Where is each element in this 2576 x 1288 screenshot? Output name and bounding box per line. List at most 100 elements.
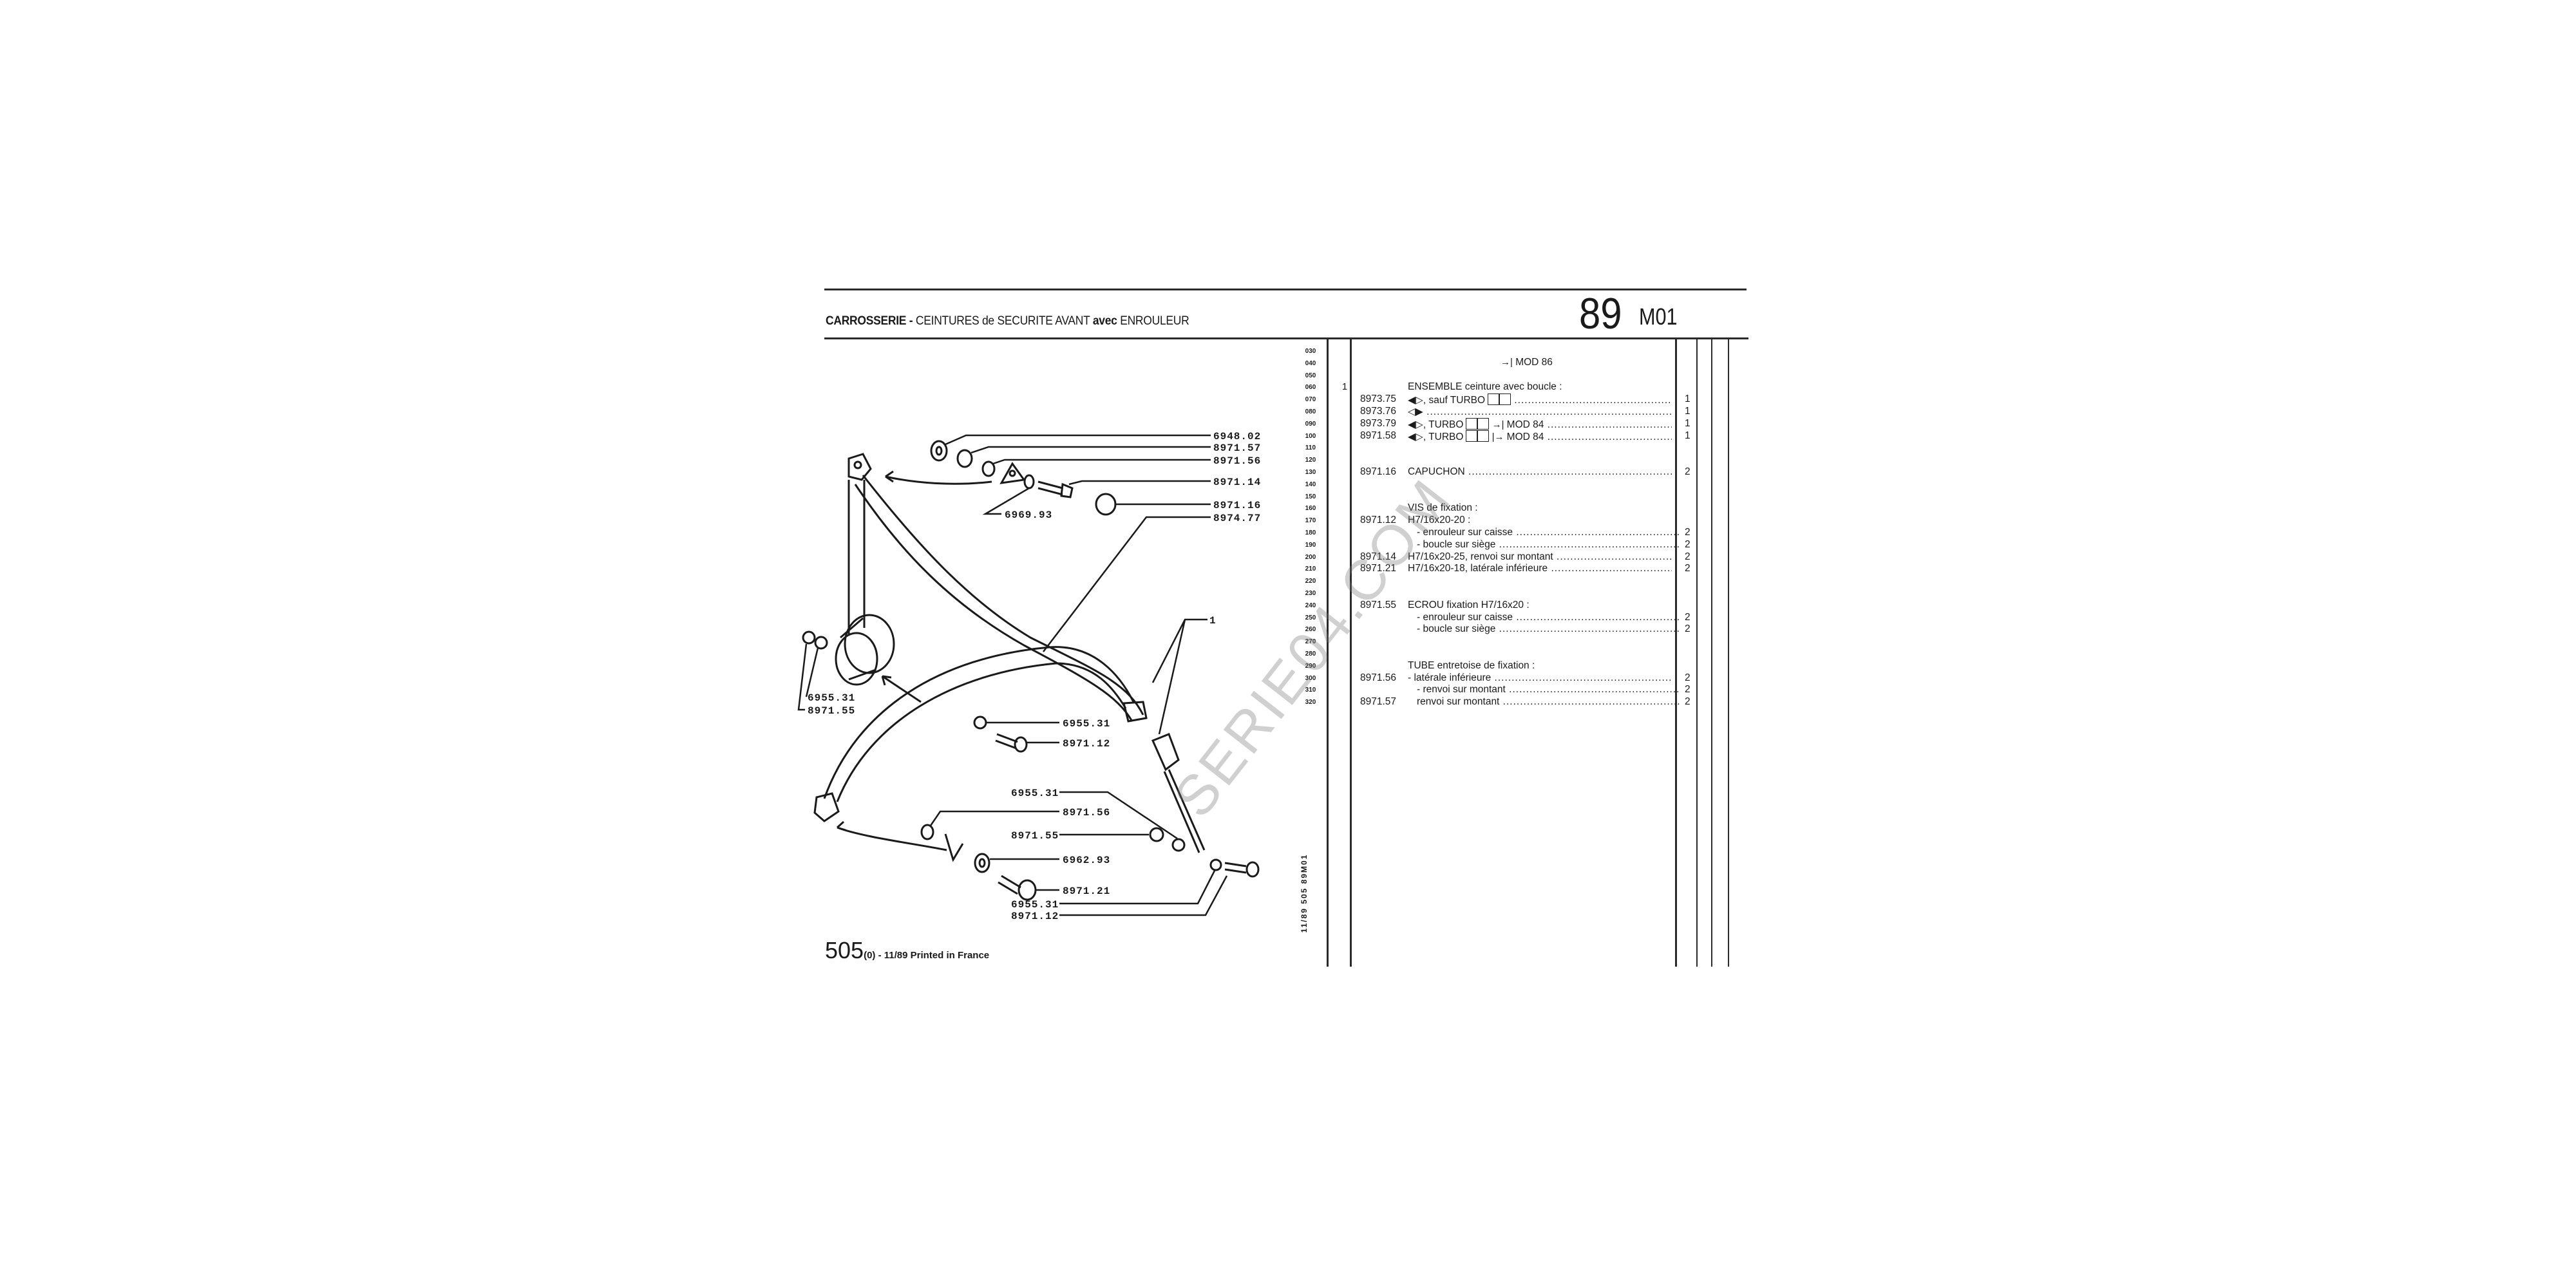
part-number: 8971.56 — [1360, 672, 1397, 683]
row-number: 050 — [1305, 372, 1316, 379]
row-number: 210 — [1305, 565, 1316, 573]
part-number: 8973.76 — [1360, 406, 1397, 417]
description-text: - renvoi sur montant — [1417, 684, 1506, 696]
part-number: 8973.79 — [1360, 417, 1397, 429]
row-number: 320 — [1305, 699, 1316, 706]
part-description: ◀▷, sauf TURBO — [1408, 393, 1672, 406]
row-number: 120 — [1305, 457, 1316, 464]
callout-8974-77: 8974.77 — [1213, 513, 1261, 524]
description-text: ECROU fixation H7/16x20 : — [1408, 599, 1530, 611]
callout-8971-57: 8971.57 — [1213, 442, 1261, 454]
part-description: - latérale inférieure — [1408, 672, 1672, 684]
quantity: 2 — [1685, 696, 1690, 708]
turbo-symbol-icon — [1466, 417, 1490, 430]
column-divider — [1350, 339, 1352, 967]
callout-6962-93: 6962.93 — [1063, 855, 1110, 866]
row-number: 040 — [1305, 359, 1316, 367]
quantity: 1 — [1685, 406, 1690, 417]
row-number: 080 — [1305, 408, 1316, 415]
quantity: 1 — [1685, 417, 1690, 429]
description-text: ◀▷, TURBO — [1408, 431, 1464, 442]
description-text: ◁▶ — [1408, 406, 1423, 417]
description-text: ENSEMBLE ceinture avec boucle : — [1408, 381, 1562, 393]
callout-6955-31: 6955.31 — [1063, 718, 1110, 730]
section-code: M01 — [1639, 303, 1678, 330]
callout-6969-93: 6969.93 — [1005, 509, 1052, 521]
quantity: 2 — [1685, 563, 1690, 574]
part-description: ◀▷, TURBO →| MOD 84 — [1408, 417, 1672, 431]
description-text: ◀▷, sauf TURBO — [1408, 395, 1486, 406]
lap-belt-anchor — [813, 792, 840, 822]
row-number: 190 — [1305, 541, 1316, 549]
row-number: 130 — [1305, 469, 1316, 476]
part-description: ECROU fixation H7/16x20 : — [1408, 600, 1530, 611]
row-number: 170 — [1305, 517, 1316, 525]
description-text: - latérale inférieure — [1408, 672, 1492, 683]
part-description: H7/16x20-25, renvoi sur montant — [1408, 551, 1672, 563]
lap-belt — [823, 646, 1135, 802]
description-text: - boucle sur siège — [1417, 623, 1496, 635]
part-description: - boucle sur siège — [1417, 623, 1681, 635]
part-number: 8971.14 — [1360, 551, 1397, 562]
part-description: VIS de fixation : — [1408, 502, 1478, 514]
buckle — [1151, 733, 1180, 772]
description-text: ◀▷, TURBO — [1408, 419, 1464, 430]
arrow-to-bar-icon: →| — [1489, 419, 1507, 430]
top-rule — [824, 289, 1747, 290]
row-number: 250 — [1305, 614, 1316, 621]
part-number: 8971.16 — [1360, 466, 1397, 477]
row-number: 090 — [1305, 420, 1316, 428]
part-description: renvoi sur montant — [1417, 696, 1681, 708]
part-number: 8971.58 — [1360, 430, 1397, 441]
part-description: H7/16x20-20 : — [1408, 515, 1470, 526]
row-number: 290 — [1305, 662, 1316, 670]
row-number: 070 — [1305, 396, 1316, 404]
quantity: 2 — [1685, 551, 1690, 562]
row-number: 180 — [1305, 529, 1316, 536]
quantity: 2 — [1685, 466, 1690, 477]
part-number: 8971.55 — [1360, 599, 1397, 611]
callout-8971-56: 8971.56 — [1063, 807, 1110, 819]
row-number: 280 — [1305, 650, 1316, 658]
row-number: 030 — [1305, 348, 1316, 355]
item-ref: 1 — [1341, 381, 1348, 393]
row-number: 140 — [1305, 480, 1316, 488]
callout-8971-55: 8971.55 — [1011, 830, 1059, 842]
row-number: 060 — [1305, 384, 1316, 392]
column-divider — [1728, 339, 1729, 967]
arrow-to-bar-icon: →| — [1501, 357, 1513, 368]
quantity: 2 — [1685, 684, 1690, 696]
part-description: - enrouleur sur caisse — [1417, 612, 1681, 623]
part-description: H7/16x20-18, latérale inférieure — [1408, 563, 1672, 574]
callout-6955-31: 6955.31 — [1011, 899, 1059, 911]
quantity: 2 — [1685, 538, 1690, 550]
part-description: - renvoi sur montant — [1417, 684, 1681, 696]
shoulder-belt — [854, 475, 1144, 722]
mod-suffix: MOD 84 — [1506, 419, 1544, 430]
part-description: TUBE entretoise de fixation : — [1408, 660, 1535, 672]
callout-item-1: 1 — [1209, 615, 1217, 627]
description-text: H7/16x20-20 : — [1408, 515, 1471, 526]
callout-8971-55: 8971.55 — [808, 705, 855, 717]
description-text: H7/16x20-18, latérale inférieure — [1408, 563, 1548, 574]
vertical-belt — [848, 480, 866, 634]
callout-6955-31: 6955.31 — [808, 692, 855, 704]
callout-8971-21: 8971.21 — [1063, 886, 1110, 897]
row-number: 270 — [1305, 638, 1316, 646]
quantity: 2 — [1685, 623, 1690, 635]
quantity: 2 — [1685, 527, 1690, 538]
row-number: 300 — [1305, 674, 1316, 682]
belt-tongue — [1122, 701, 1148, 723]
upper-anchor — [848, 453, 872, 481]
mod-note: →| MOD 86 — [1501, 357, 1553, 368]
row-number: 100 — [1305, 432, 1316, 440]
callout-8971-12: 8971.12 — [1063, 738, 1110, 750]
callout-8971-16: 8971.16 — [1213, 500, 1261, 511]
quantity: 2 — [1685, 611, 1690, 623]
turbo-symbol-icon — [1488, 393, 1511, 406]
description-text: H7/16x20-25, renvoi sur montant — [1408, 551, 1553, 562]
mod-suffix: MOD 84 — [1506, 431, 1544, 442]
description-text: - enrouleur sur caisse — [1417, 611, 1513, 623]
column-divider — [1711, 339, 1712, 967]
